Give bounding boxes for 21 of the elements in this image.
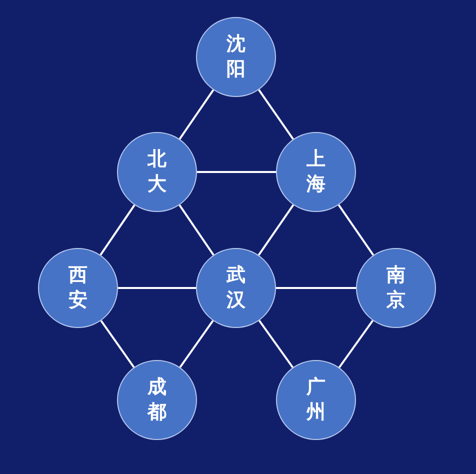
city-label: 武汉: [226, 263, 246, 313]
connector-line: [258, 89, 294, 140]
city-label: 西安: [68, 263, 88, 313]
connector-line: [178, 204, 214, 256]
connector-line: [258, 204, 294, 256]
city-label: 上海: [306, 147, 326, 197]
connector-line: [118, 287, 196, 289]
city-label: 南京: [386, 263, 406, 313]
connector-line: [197, 171, 276, 173]
connector-line: [178, 89, 214, 140]
city-label: 沈阳: [226, 32, 246, 82]
connector-line: [100, 320, 135, 368]
connector-line: [338, 320, 374, 368]
city-label: 北大: [148, 147, 166, 197]
connector-line: [100, 204, 136, 256]
city-label: 广州: [306, 375, 326, 425]
connector-line: [276, 287, 356, 289]
connector-line: [338, 204, 374, 256]
connector-line: [258, 320, 294, 368]
connector-line: [179, 320, 214, 368]
city-label: 成都: [148, 375, 166, 425]
